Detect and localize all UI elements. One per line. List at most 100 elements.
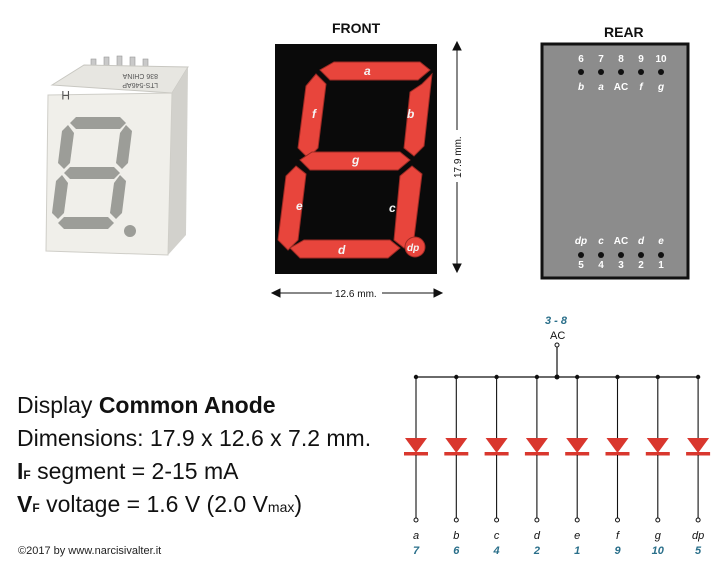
seg-label-dp: dp	[407, 243, 419, 254]
photo-mark: H	[61, 88, 70, 102]
cathode-segment-label: g	[655, 530, 662, 542]
cathode-terminal	[655, 517, 661, 523]
rear-bottom-pin-number: 5	[578, 260, 584, 271]
spec-current-text: segment = 2-15 mA	[30, 458, 239, 484]
spec-dimensions: Dimensions: 17.9 x 12.6 x 7.2 mm.	[17, 425, 372, 451]
led-e-symbol	[566, 438, 589, 453]
rear-top-pin-dot	[578, 69, 584, 75]
spec-display-type: Display Common Anode	[17, 390, 276, 420]
rear-top-pin-number: 8	[618, 54, 624, 65]
front-view: a b c d e f g dp	[270, 40, 450, 300]
led-b-bar	[444, 452, 469, 456]
segment-d	[289, 239, 401, 259]
cathode-pin-number: 6	[453, 545, 460, 557]
cathode-terminal	[695, 517, 701, 523]
spec-voltage: VF voltage = 1.6 V (2.0 Vmax)	[17, 489, 302, 523]
spec-display-prefix: Display	[17, 392, 93, 418]
anode-label: AC	[550, 330, 565, 342]
rear-top-pin-label: b	[578, 82, 584, 93]
spec-voltage-subscript: F	[32, 501, 40, 515]
photo-part-text: LTS-546AP	[122, 81, 158, 88]
cathode-pin-number: 4	[493, 545, 500, 557]
seg-label-d: d	[338, 243, 346, 257]
rear-bottom-pin-number: 2	[638, 260, 644, 271]
copyright: ©2017 by www.narcisivalter.it	[18, 545, 162, 557]
spec-voltage-max: max	[267, 499, 295, 515]
rear-bottom-pin-label: AC	[614, 236, 628, 247]
led-e-bar	[565, 452, 590, 456]
led-a-symbol	[405, 438, 427, 453]
seg-label-e: e	[296, 199, 303, 213]
rear-title: REAR	[604, 24, 644, 40]
segment-b	[403, 72, 433, 157]
led-dp-symbol	[687, 438, 710, 453]
cathode-terminal	[534, 517, 540, 523]
rear-bottom-pin-dot	[658, 252, 664, 258]
cathode-segment-label: d	[534, 530, 541, 542]
rear-bottom-pin-label: c	[598, 236, 604, 247]
rear-top-pin-number: 6	[578, 54, 584, 65]
spec-current: IF segment = 2-15 mA	[17, 456, 238, 490]
cathode-pin-number: 1	[574, 545, 580, 557]
cathode-pin-number: 7	[413, 545, 420, 557]
seg-label-b: b	[407, 107, 414, 121]
rear-top-pin-label: f	[639, 82, 644, 93]
rear-top-pin-dot	[598, 69, 604, 75]
cathode-terminal	[494, 517, 500, 523]
rear-top-pin-dot	[638, 69, 644, 75]
cathode-pin-number: 5	[695, 545, 702, 557]
rear-bottom-pin-dot	[618, 252, 624, 258]
cathode-pin-number: 10	[652, 545, 665, 557]
cathode-terminal	[615, 517, 620, 523]
rear-top-pin-dot	[618, 69, 624, 75]
segment-g	[299, 151, 411, 171]
spec-voltage-symbol: V	[17, 491, 33, 517]
rear-top-pin-label: g	[657, 82, 664, 93]
cathode-terminal	[574, 517, 580, 523]
rear-top-pin-number: 10	[655, 54, 667, 65]
cathode-terminal	[453, 517, 459, 523]
spec-voltage-end: )	[294, 491, 303, 517]
cathode-pin-number: 9	[614, 545, 621, 557]
segment-a	[319, 61, 431, 81]
photo-origin-text: 836 CHINA	[122, 72, 158, 79]
component-photo: LTS-546AP 836 CHINA H	[40, 55, 190, 265]
rear-bottom-pin-dot	[598, 252, 604, 258]
width-dimension: 12.6 mm.	[335, 289, 377, 300]
cathode-segment-label: b	[453, 530, 459, 542]
anode-terminal	[554, 342, 560, 348]
spec-voltage-text: voltage = 1.6 V (2.0 V	[39, 491, 268, 517]
rear-top-pin-dot	[658, 69, 664, 75]
segment-e	[277, 165, 307, 251]
cathode-pin-number: 2	[533, 545, 540, 557]
rear-bottom-pin-label: dp	[575, 236, 587, 247]
spec-current-subscript: F	[23, 468, 31, 482]
led-f-symbol	[606, 438, 629, 453]
rear-bottom-pin-dot	[578, 252, 584, 258]
led-dp-bar	[686, 452, 711, 456]
spec-current-symbol: I	[17, 458, 24, 484]
seg-label-a: a	[364, 64, 371, 78]
led-d-symbol	[525, 438, 548, 453]
rear-top-pin-label: AC	[614, 82, 628, 93]
seg-label-f: f	[312, 107, 317, 121]
rear-bottom-pin-number: 3	[618, 260, 624, 271]
anode-pin-numbers: 3 - 8	[545, 315, 568, 327]
rear-bottom-pin-number: 4	[598, 260, 604, 271]
spec-display-bold: Common Anode	[98, 392, 276, 418]
front-title: FRONT	[332, 20, 381, 36]
led-g-symbol	[646, 438, 669, 453]
led-f-bar	[605, 452, 630, 456]
led-d-bar	[524, 452, 549, 456]
cathode-segment-label: f	[616, 530, 620, 542]
led-c-bar	[484, 452, 509, 456]
cathode-segment-label: dp	[692, 530, 704, 542]
cathode-segment-label: a	[413, 530, 419, 542]
led-a-bar	[404, 452, 428, 456]
led-g-bar	[645, 452, 670, 456]
rear-bottom-pin-dot	[638, 252, 644, 258]
led-b-symbol	[445, 438, 468, 453]
